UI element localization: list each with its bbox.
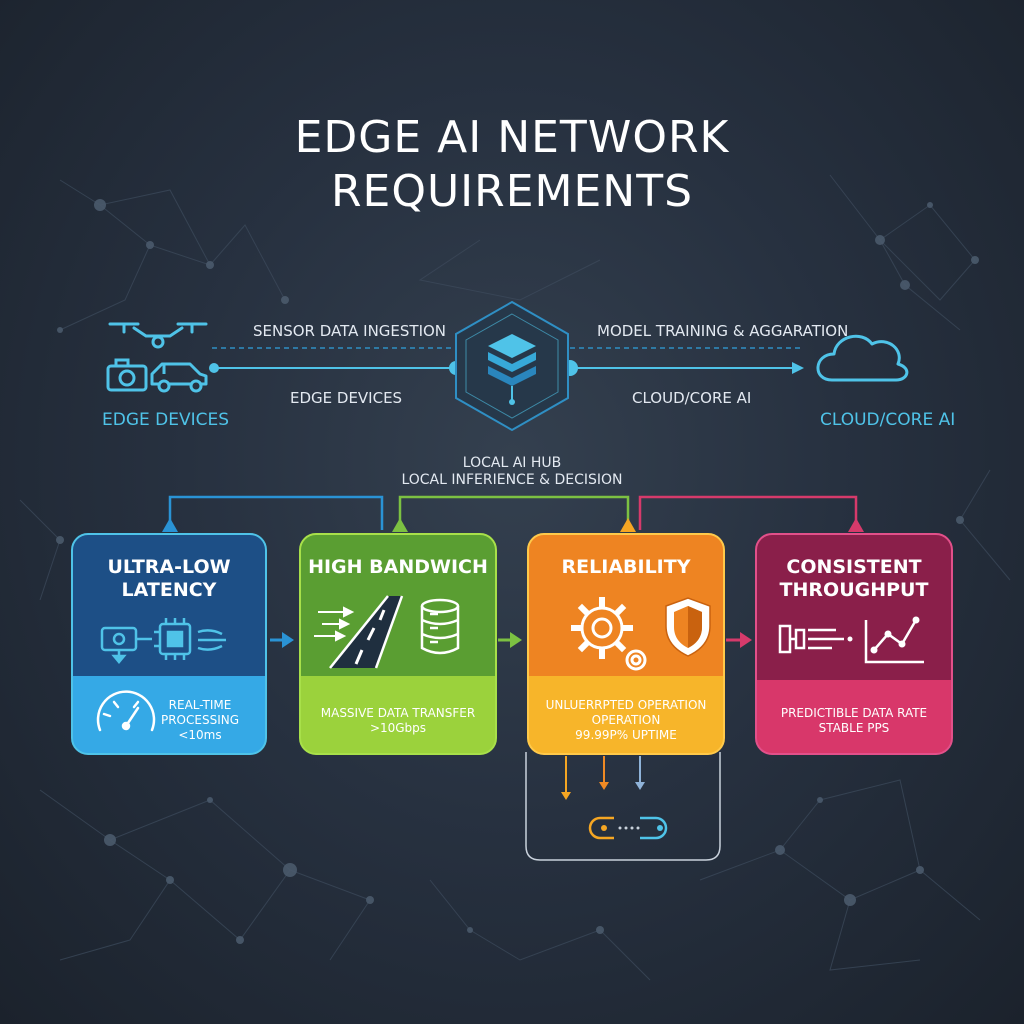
card-throughput-subtitle: PREDICTIBLE DATA RATE STABLE PPS <box>780 706 928 735</box>
server-stack-icon <box>488 334 536 405</box>
hub-title: LOCAL AI HUB <box>462 455 562 471</box>
edge-devices-mid-label: EDGE DEVICES <box>290 389 403 407</box>
page-title-line2: REQUIREMENTS <box>330 166 694 217</box>
card-reliability-subtitle: UNLUERRPTED OPERATION OPERATION 99.99P% … <box>545 698 707 742</box>
hub-subtitle: LOCAL INFERIENCE & DECISION <box>401 472 623 488</box>
card-latency-title: ULTRA-LOW LATENCY <box>107 556 231 601</box>
model-training-label: MODEL TRAINING & AGGARATION <box>597 322 849 340</box>
card-throughput-title: CONSISTENT THROUGHPUT <box>779 556 929 601</box>
card-bandwidth-subtitle: MASSIVE DATA TRANSFER >10Gbps <box>320 706 476 735</box>
card-latency-subtitle: REAL-TIME PROCESSING <10ms <box>160 698 240 742</box>
card-bandwidth-title: HIGH BANDWICH <box>308 556 488 578</box>
card-reliability-title: RELIABILITY <box>561 556 691 578</box>
card-reliability <box>527 533 725 755</box>
edge-devices-label: EDGE DEVICES <box>102 410 230 430</box>
sensor-data-label: SENSOR DATA INGESTION <box>253 322 447 340</box>
page-title-line1: EDGE AI NETWORK <box>294 112 730 163</box>
cloud-core-mid-label: CLOUD/CORE AI <box>632 389 752 407</box>
cloud-core-label: CLOUD/CORE AI <box>820 410 956 430</box>
